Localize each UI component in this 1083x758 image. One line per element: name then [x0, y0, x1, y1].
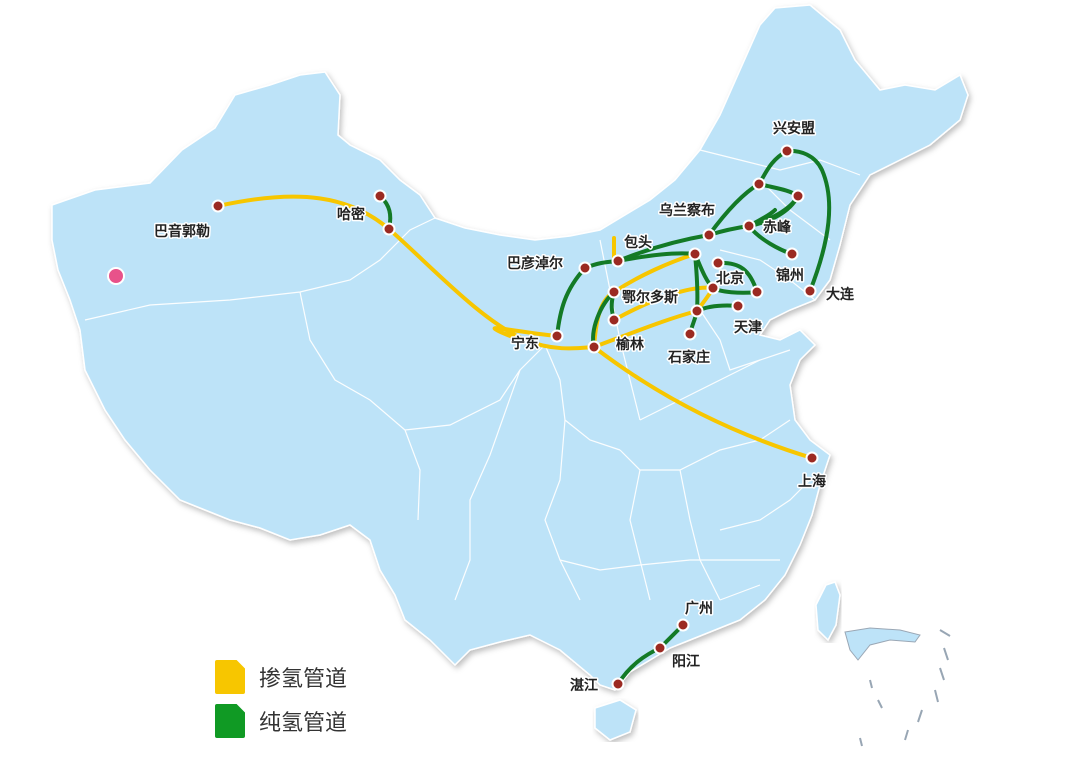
city-dot[interactable] — [373, 189, 387, 203]
pure-pipeline — [693, 252, 700, 313]
city-label-guangzhou: 广州 — [685, 600, 713, 617]
city-dot[interactable] — [731, 299, 745, 313]
city-dot[interactable] — [690, 304, 704, 318]
city-label-yulin: 榆林 — [616, 336, 644, 353]
city-dot[interactable] — [785, 247, 799, 261]
city-label-beijing: 北京 — [716, 270, 744, 287]
pure-pipeline — [616, 148, 832, 293]
pure-swatch — [215, 704, 245, 738]
city-dot[interactable] — [780, 144, 794, 158]
blended-pipeline — [216, 194, 596, 351]
city-dot[interactable] — [805, 451, 819, 465]
city-label-chifeng: 赤峰 — [763, 219, 792, 236]
city-dot[interactable] — [750, 285, 764, 299]
city-dot[interactable] — [803, 284, 817, 298]
city-dot[interactable] — [550, 329, 564, 343]
pure-pipeline — [693, 252, 759, 295]
city-label-shijiazhuang: 石家庄 — [667, 349, 710, 366]
city-dot[interactable] — [702, 228, 716, 242]
city-label-shanghai: 上海 — [798, 473, 826, 490]
city-dot[interactable] — [587, 340, 601, 354]
city-dot[interactable] — [611, 254, 625, 268]
city-dot[interactable] — [752, 177, 766, 191]
city-dot[interactable] — [742, 219, 756, 233]
location-marker[interactable] — [107, 267, 125, 285]
blended-pipeline — [612, 285, 715, 322]
blended-pipeline — [492, 326, 559, 342]
city-label-ningdong: 宁东 — [511, 335, 539, 352]
china-landmass — [51, 4, 969, 691]
city-label-wulanchabu: 乌兰察布 — [659, 202, 715, 219]
taiwan — [815, 581, 841, 642]
city-dot[interactable] — [611, 677, 625, 691]
legend-label-pure: 纯氢管道 — [259, 711, 348, 736]
city-label-yangjiang: 阳江 — [672, 653, 700, 670]
province-borders — [84, 149, 861, 601]
pure-pipeline — [555, 251, 697, 338]
city-dot[interactable] — [653, 641, 667, 655]
city-dot[interactable] — [211, 199, 225, 213]
legend-item-blended: 掺氢管道 — [215, 655, 347, 699]
city-dot[interactable] — [578, 261, 592, 275]
blended-pipeline — [592, 345, 814, 460]
city-label-dalian: 大连 — [826, 286, 855, 303]
city-label-baotou: 包头 — [624, 234, 652, 251]
blended-swatch — [215, 660, 245, 694]
city-label-hami: 哈密 — [337, 206, 365, 223]
legend: 掺氢管道 纯氢管道 — [215, 655, 347, 743]
city-dot[interactable] — [382, 222, 396, 236]
south-sea-inset — [844, 627, 951, 747]
city-dot[interactable] — [676, 618, 690, 632]
city-label-tianjin: 天津 — [734, 319, 762, 336]
city-label-xinganmeng: 兴安盟 — [773, 120, 815, 137]
hainan — [594, 699, 637, 741]
city-dot[interactable] — [607, 285, 621, 299]
city-dot[interactable] — [688, 247, 702, 261]
city-label-eerduosi: 鄂尔多斯 — [622, 289, 678, 306]
city-dot[interactable] — [607, 313, 621, 327]
city-dot[interactable] — [706, 281, 720, 295]
city-dot[interactable] — [791, 189, 805, 203]
city-label-bayannaoer: 巴彦淖尔 — [507, 255, 563, 272]
legend-label-blended: 掺氢管道 — [259, 667, 348, 692]
city-label-bayinguoleng: 巴音郭勒 — [154, 223, 210, 240]
city-dot[interactable] — [683, 327, 697, 341]
legend-item-pure: 纯氢管道 — [215, 699, 347, 743]
city-dot[interactable] — [711, 256, 725, 270]
city-label-jinzhou: 锦州 — [776, 267, 804, 284]
city-label-zhanjiang: 湛江 — [570, 677, 598, 694]
